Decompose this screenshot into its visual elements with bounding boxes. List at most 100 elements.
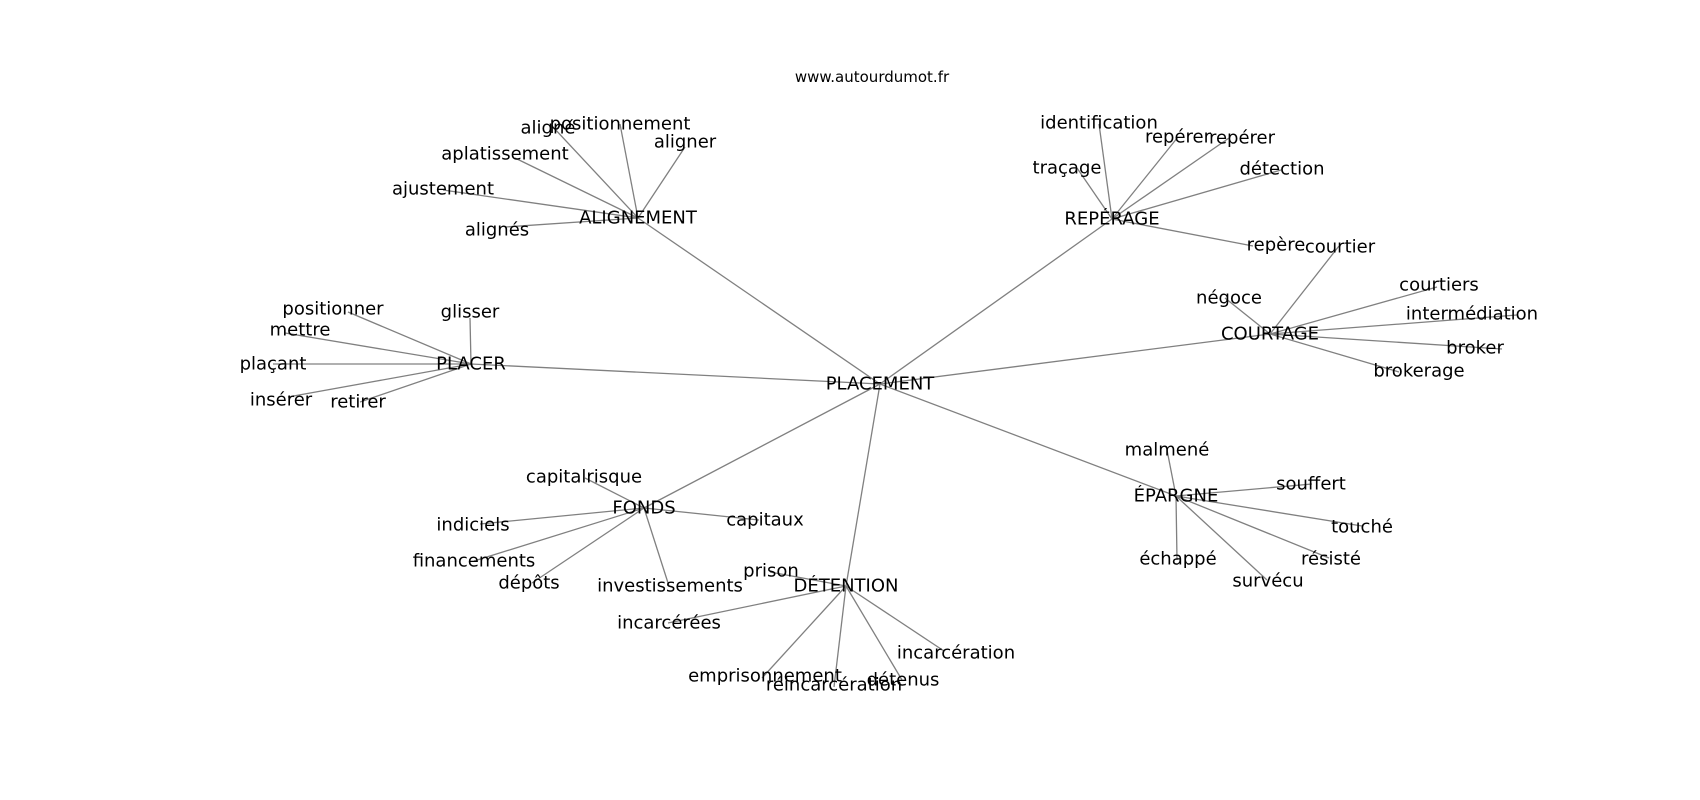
edge-courtage-intermediation bbox=[1269, 314, 1518, 335]
node-word-touche: touché bbox=[1331, 517, 1393, 538]
node-word-souffert: souffert bbox=[1276, 474, 1346, 495]
node-word-aligne: aligné bbox=[521, 118, 576, 139]
node-word-intermediation: intermédiation bbox=[1406, 304, 1538, 325]
edge-alignement-aplatissement bbox=[514, 157, 639, 219]
node-hub-alignement: ALIGNEMENT bbox=[579, 208, 698, 229]
node-word-financements: financements bbox=[413, 551, 536, 572]
edge-alignement-aligner bbox=[637, 146, 686, 219]
edge-center-placer bbox=[470, 363, 881, 385]
node-hub-courtage: COURTAGE bbox=[1221, 324, 1319, 345]
edge-alignement-ajustement bbox=[442, 189, 639, 219]
edge-fonds-indiciels bbox=[479, 507, 645, 525]
edge-detention-incarcerees bbox=[667, 585, 847, 624]
edge-reperage-reperer bbox=[1111, 137, 1230, 220]
node-word-detenus: détenus bbox=[867, 670, 940, 691]
edge-center-reperage bbox=[879, 218, 1113, 385]
edge-epargne-survecu bbox=[1175, 495, 1268, 581]
edge-epargne-touche bbox=[1175, 495, 1363, 527]
edge-detention-prison bbox=[769, 571, 847, 587]
node-word-incarcerees: incarcérées bbox=[617, 613, 721, 634]
node-word-positionnement: positionnement bbox=[550, 114, 691, 135]
node-center-placement: PLACEMENT bbox=[826, 374, 936, 395]
node-word-positionner: positionner bbox=[282, 299, 384, 320]
edge-placer-inserer bbox=[287, 363, 472, 398]
edge-courtage-courtier bbox=[1269, 245, 1340, 335]
edge-center-fonds bbox=[643, 383, 881, 509]
edge-fonds-financements bbox=[473, 507, 645, 562]
node-word-reperer: repérer bbox=[1145, 127, 1212, 148]
node-word-aplatissement: aplatissement bbox=[441, 144, 568, 165]
edge-fonds-investissements bbox=[643, 507, 670, 587]
node-hub-reperage: REPÉRAGE bbox=[1064, 208, 1159, 230]
node-word-detection: détection bbox=[1239, 159, 1324, 180]
site-title: www.autourdumot.fr bbox=[795, 68, 950, 86]
edge-placer-retirer bbox=[359, 363, 472, 403]
edge-reperage-detection bbox=[1111, 169, 1282, 220]
node-hub-fonds: FONDS bbox=[612, 498, 675, 519]
node-word-prison: prison bbox=[743, 561, 799, 582]
edge-placer-glisser bbox=[469, 317, 472, 365]
edge-fonds-depots bbox=[531, 507, 645, 584]
edge-detention-detenus bbox=[845, 585, 903, 681]
edge-alignement-alignes bbox=[504, 217, 639, 228]
edge-center-epargne bbox=[879, 383, 1177, 497]
node-word-alignes: alignés bbox=[465, 220, 529, 241]
node-word-survecu: survécu bbox=[1232, 571, 1303, 592]
node-hub-placer: PLACER bbox=[436, 354, 506, 375]
edge-epargne-echappe bbox=[1175, 495, 1178, 561]
node-word-ajustement: ajustement bbox=[392, 179, 494, 200]
graph-edges bbox=[273, 123, 1518, 688]
edge-epargne-resiste bbox=[1175, 495, 1330, 559]
node-word-reincarceration: réincarcération bbox=[766, 675, 902, 696]
edge-center-alignement bbox=[637, 217, 881, 385]
edge-fonds-capitaux bbox=[643, 507, 760, 521]
edge-fonds-capitalrisque bbox=[584, 477, 645, 509]
node-word-mettre: mettre bbox=[270, 320, 331, 341]
edge-alignement-aligne bbox=[552, 126, 639, 219]
node-hub-detention: DÉTENTION bbox=[793, 575, 898, 597]
node-word-investissements: investissements bbox=[597, 576, 743, 597]
node-word-negoce: négoce bbox=[1196, 288, 1262, 309]
edge-center-courtage bbox=[879, 333, 1271, 385]
node-word-capitalrisque: capitalrisque bbox=[526, 467, 642, 488]
edge-courtage-negoce bbox=[1224, 297, 1271, 335]
edge-detention-emprisonnement bbox=[761, 585, 847, 679]
node-word-tracage: traçage bbox=[1033, 158, 1102, 179]
edge-reperage-identification bbox=[1098, 123, 1113, 220]
node-word-brokerage: brokerage bbox=[1373, 361, 1464, 382]
edge-placer-mettre bbox=[284, 332, 472, 365]
edge-placer-positionner bbox=[347, 311, 472, 365]
node-hub-epargne: ÉPARGNE bbox=[1134, 485, 1219, 507]
edge-courtage-brokerage bbox=[1269, 333, 1400, 373]
node-word-courtier: courtier bbox=[1305, 237, 1376, 258]
node-word-courtiers: courtiers bbox=[1399, 275, 1479, 296]
edge-detention-reincarceration bbox=[833, 585, 847, 688]
node-word-placant: plaçant bbox=[240, 354, 307, 375]
node-word-repere: repère bbox=[1247, 235, 1306, 256]
node-word-inserer: insérer bbox=[250, 390, 313, 411]
edge-courtage-courtiers bbox=[1269, 286, 1438, 335]
node-word-indiciels: indiciels bbox=[436, 515, 509, 536]
edge-reperage-repere bbox=[1111, 218, 1254, 247]
node-word-emprisonnement: emprisonnement bbox=[688, 666, 842, 687]
node-word-broker: broker bbox=[1446, 338, 1504, 359]
node-word-identification: identification bbox=[1040, 113, 1158, 134]
edge-detention-incarceration bbox=[845, 585, 945, 652]
edge-center-detention bbox=[845, 383, 881, 587]
node-word-depots: dépôts bbox=[498, 573, 559, 594]
node-word-glisser: glisser bbox=[441, 302, 500, 323]
edge-courtage-broker bbox=[1269, 333, 1503, 350]
node-word-incarceration: incarcération bbox=[897, 643, 1015, 664]
node-word-aligner: aligner bbox=[654, 132, 717, 153]
node-word-resiste: résisté bbox=[1301, 549, 1361, 570]
edge-reperage-reperer bbox=[1111, 136, 1179, 220]
node-word-reperer: repérer bbox=[1209, 128, 1276, 149]
edge-epargne-malmene bbox=[1166, 449, 1177, 497]
node-word-malmene: malmené bbox=[1125, 440, 1210, 461]
node-word-capitaux: capitaux bbox=[726, 510, 804, 531]
edge-epargne-souffert bbox=[1175, 483, 1313, 497]
edge-alignement-positionnement bbox=[619, 123, 639, 219]
node-word-retirer: retirer bbox=[330, 392, 386, 413]
